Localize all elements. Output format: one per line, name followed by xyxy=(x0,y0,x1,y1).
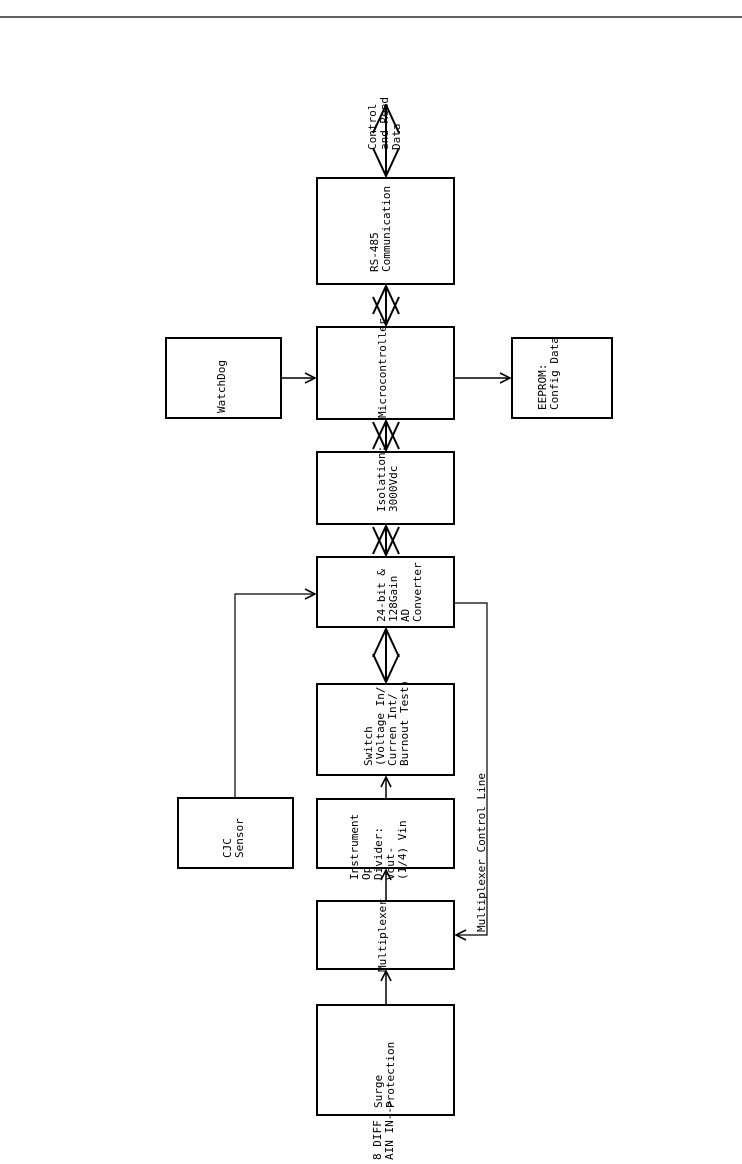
mux-control-line xyxy=(454,602,488,935)
adc-text: 128Gain xyxy=(387,576,400,622)
adc-box xyxy=(316,556,455,628)
external-top-line: Control xyxy=(366,104,379,150)
cjc-sensor-label: CJC Sensor xyxy=(221,818,246,858)
multiplexer-text: Multiplexer xyxy=(376,899,389,972)
watchdog-box xyxy=(165,337,282,419)
eeprom-text: Config Data xyxy=(548,337,561,410)
mux-control-text: Multiplexer Control Line xyxy=(475,773,488,932)
switch-label: Switch (Voltage In/ Curren Int/ Burnout … xyxy=(362,680,411,766)
surge-text: Surge xyxy=(372,1075,385,1108)
eeprom-text: EEPROM: xyxy=(536,364,549,410)
external-bottom-line: 8 DIFF xyxy=(371,1120,384,1160)
rs485-box xyxy=(316,177,455,285)
cjc-adc-line xyxy=(234,594,315,798)
switch-text: Burnout Test) xyxy=(398,680,411,766)
watchdog-text: WatchDog xyxy=(215,360,228,413)
opamp-text: (1/4) Vin xyxy=(396,820,409,880)
adc-text: 24-bit & xyxy=(375,569,388,622)
switch-box xyxy=(316,683,455,776)
rs485-label: RS-485 Communication xyxy=(368,186,393,272)
isolation-label: Isolation: 3000Vdc xyxy=(375,446,400,512)
external-bottom-line: AIN IN--> xyxy=(383,1100,396,1160)
switch-text: (Voltage In/ xyxy=(374,687,387,766)
external-top-line: and Read xyxy=(378,97,391,150)
isolation-box xyxy=(316,451,455,525)
mux-control-line-label: Multiplexer Control Line xyxy=(475,773,488,932)
opamp-text: Divider: xyxy=(372,827,385,880)
opamp-text: Op xyxy=(360,867,373,880)
opamp-label: Instrument Op Divider: Vout- (1/4) Vin xyxy=(348,814,409,880)
microcontroller-label: Microcontroller xyxy=(376,318,389,418)
cjc-text: CJC xyxy=(221,838,234,858)
multiplexer-box xyxy=(316,900,455,970)
control-read-data-label: Control and Read Data xyxy=(366,97,403,150)
opamp-text: Vout- xyxy=(384,847,397,880)
rs485-text: Communication xyxy=(380,186,393,272)
eeprom-label: EEPROM: Config Data xyxy=(536,337,561,410)
opamp-box xyxy=(316,798,455,869)
surge-protection-label: Surge Protection xyxy=(372,1042,397,1108)
adc-text: AD xyxy=(399,609,412,622)
isolation-text: 3000Vdc xyxy=(387,466,400,512)
adc-label: 24-bit & 128Gain AD Converter xyxy=(375,562,424,622)
rs485-text: RS-485 xyxy=(368,232,381,272)
diff-ain-label: 8 DIFF AIN IN--> xyxy=(371,1100,396,1160)
external-top-line: Data xyxy=(390,124,403,151)
watchdog-label: WatchDog xyxy=(215,360,228,413)
adc-text: Converter xyxy=(411,562,424,622)
switch-text: Curren Int/ xyxy=(386,693,399,766)
microcontroller-text: Microcontroller xyxy=(376,318,389,418)
opamp-text: Instrument xyxy=(348,814,361,880)
multiplexer-label: Multiplexer xyxy=(376,899,389,972)
switch-text: Switch xyxy=(362,726,375,766)
surge-protection-box xyxy=(316,1004,455,1116)
cjc-sensor-box xyxy=(177,797,294,869)
isolation-text: Isolation: xyxy=(375,446,388,512)
surge-text: Protection xyxy=(384,1042,397,1108)
cjc-text: Sensor xyxy=(233,818,246,858)
eeprom-box xyxy=(511,337,613,419)
microcontroller-box xyxy=(316,326,455,420)
